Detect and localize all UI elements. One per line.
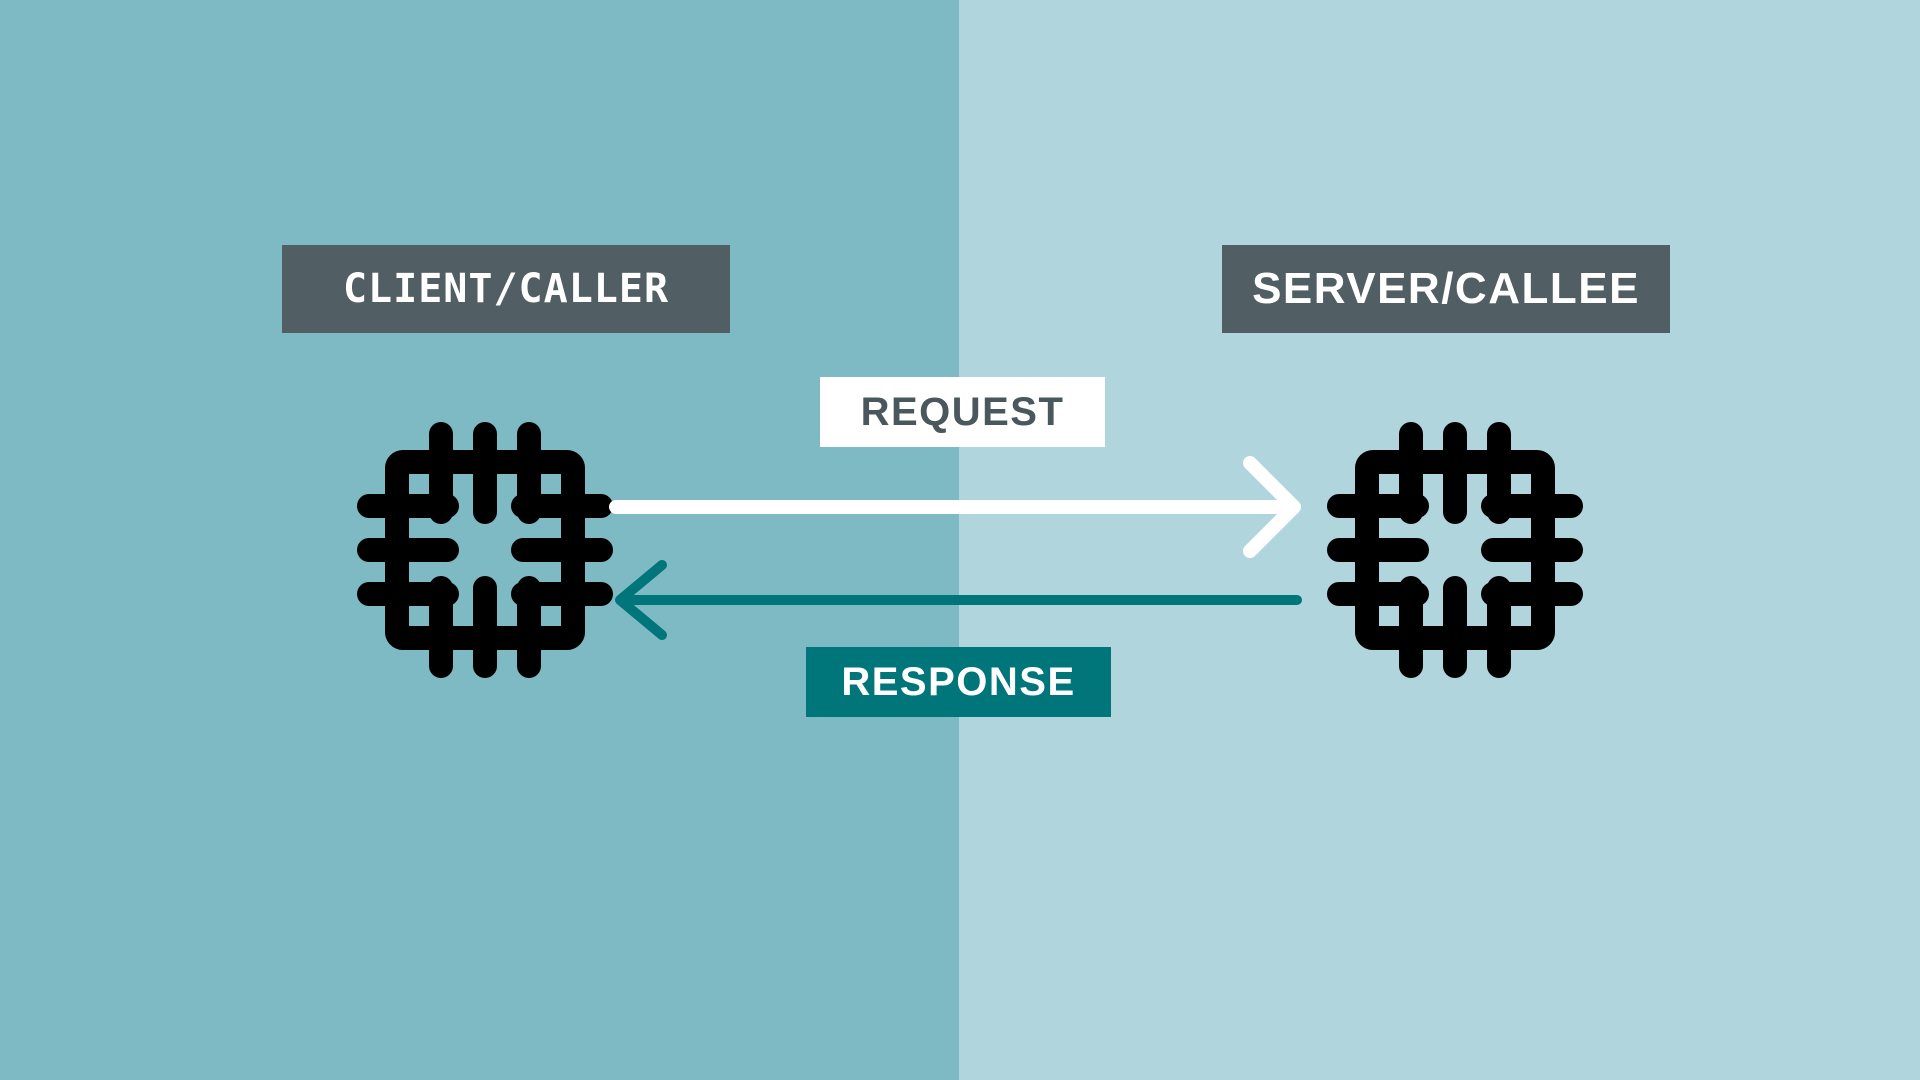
- response-arrow-icon: [615, 560, 1302, 640]
- background-right-panel: [959, 0, 1920, 1080]
- background-left-panel: [0, 0, 959, 1080]
- server-role-label: SERVER/CALLEE: [1222, 245, 1670, 333]
- client-role-label: CLIENT/CALLER: [282, 245, 730, 333]
- cpu-chip-icon: [357, 422, 613, 678]
- request-arrow-icon: [609, 456, 1301, 558]
- cpu-chip-icon: [1327, 422, 1583, 678]
- response-message-label: RESPONSE: [806, 647, 1111, 717]
- request-message-label: REQUEST: [820, 377, 1105, 447]
